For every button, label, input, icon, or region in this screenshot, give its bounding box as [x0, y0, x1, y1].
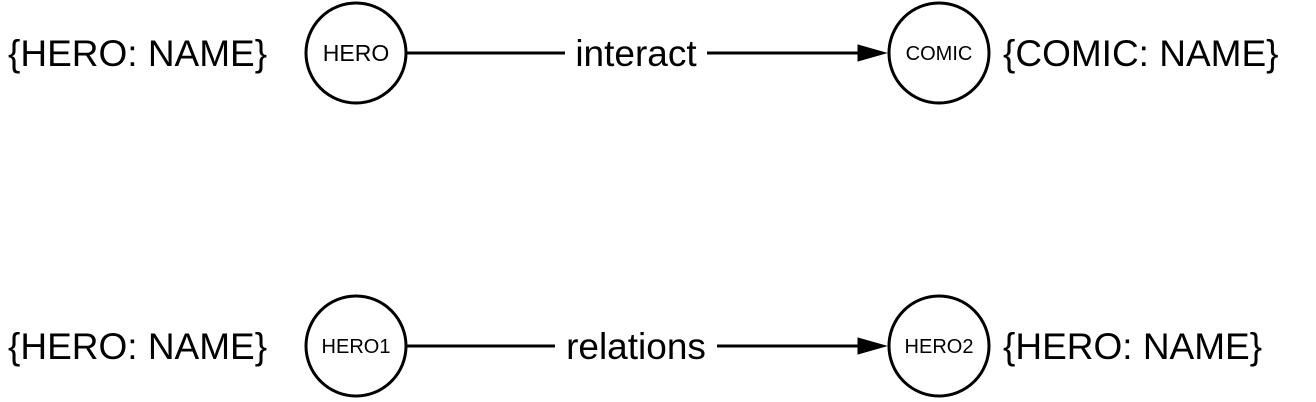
target-node-circle [887, 1, 991, 105]
target-node-circle [887, 294, 991, 398]
edge-label: interact [575, 33, 697, 74]
target-property-label: {HERO: NAME} [1003, 326, 1262, 367]
target-node: HERO2 [887, 294, 991, 398]
source-node-circle [304, 1, 408, 105]
target-node-label: HERO2 [905, 336, 974, 358]
edge-relations: relations [407, 321, 888, 371]
target-property-label: {COMIC: NAME} [1003, 33, 1279, 74]
arrow-head-icon [857, 337, 888, 355]
edge-label: relations [566, 326, 706, 367]
source-property-label: {HERO: NAME} [8, 33, 267, 74]
edge-label-background [565, 28, 707, 78]
relationship-row-relations: {HERO: NAME} HERO1 relations HERO2 {HERO… [8, 294, 1262, 398]
edge-label-background [555, 321, 717, 371]
edge-interact: interact [407, 28, 888, 78]
source-node-circle [304, 294, 408, 398]
source-node-label: HERO [323, 40, 389, 66]
source-node: HERO [304, 1, 408, 105]
target-node-label: COMIC [906, 43, 973, 65]
source-property-label: {HERO: NAME} [8, 326, 267, 367]
arrow-head-icon [857, 44, 888, 62]
source-node-label: HERO1 [322, 336, 391, 358]
relationship-row-interact: {HERO: NAME} HERO interact COMIC {COMIC:… [8, 1, 1279, 105]
target-node: COMIC [887, 1, 991, 105]
source-node: HERO1 [304, 294, 408, 398]
